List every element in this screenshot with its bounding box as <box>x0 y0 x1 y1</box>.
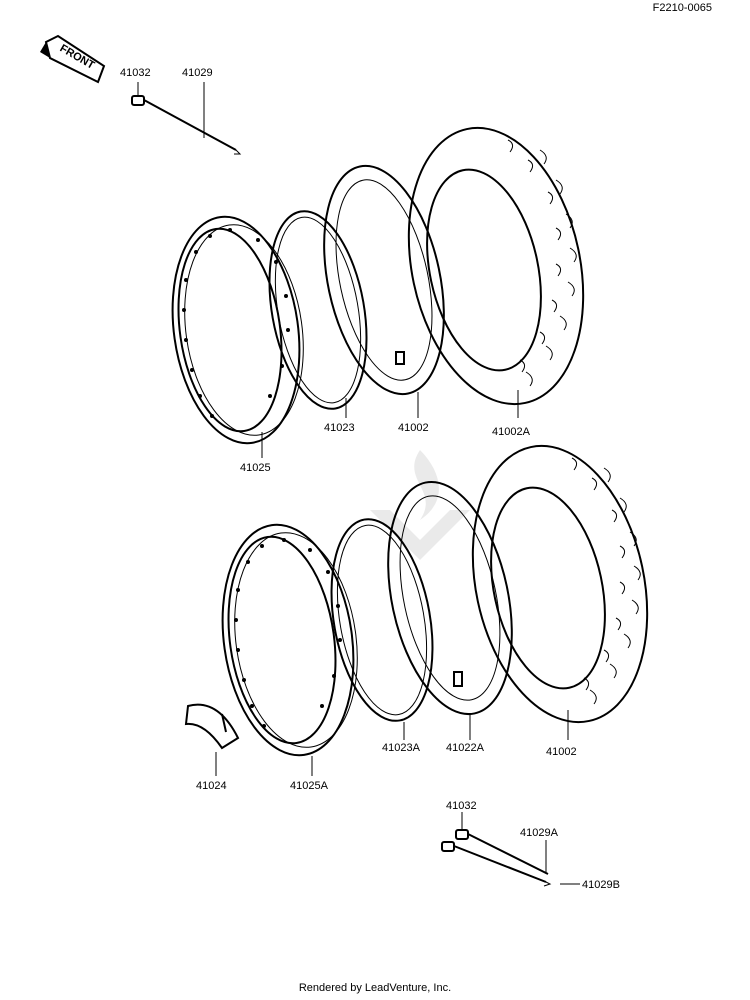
label-41029b: 41029B <box>582 879 620 891</box>
label-41029: 41029 <box>182 67 213 79</box>
rim-band-41023a <box>330 518 434 722</box>
watermark-logo <box>370 450 470 560</box>
label-41025a: 41025A <box>290 780 329 792</box>
front-arrow-icon: FRONT <box>40 34 106 84</box>
rim-band-41023 <box>268 210 368 410</box>
label-41032-top: 41032 <box>120 67 151 79</box>
label-41024: 41024 <box>196 780 227 792</box>
rim-41025 <box>171 215 304 445</box>
label-41002-bottom: 41002 <box>546 746 577 758</box>
label-41023: 41023 <box>324 422 355 434</box>
tire-41002a <box>407 126 585 406</box>
spoke-nipple-top <box>131 95 242 155</box>
footer-credit: Rendered by LeadVenture, Inc. <box>298 982 452 994</box>
label-41002a: 41002A <box>492 426 531 438</box>
label-41032-bottom: 41032 <box>446 800 477 812</box>
rim-41025a <box>221 523 358 757</box>
label-41025: 41025 <box>240 462 271 474</box>
tire-41002 <box>471 444 649 724</box>
label-41002-top: 41002 <box>398 422 429 434</box>
label-41029a: 41029A <box>520 827 559 839</box>
label-41023a: 41023A <box>382 742 421 754</box>
inner-tube-41022a <box>387 480 513 716</box>
figure-code: F2210-0065 <box>652 2 712 14</box>
inner-tube-41002 <box>323 164 445 396</box>
label-41022a: 41022A <box>446 742 485 754</box>
rim-lock-41024 <box>184 703 240 750</box>
